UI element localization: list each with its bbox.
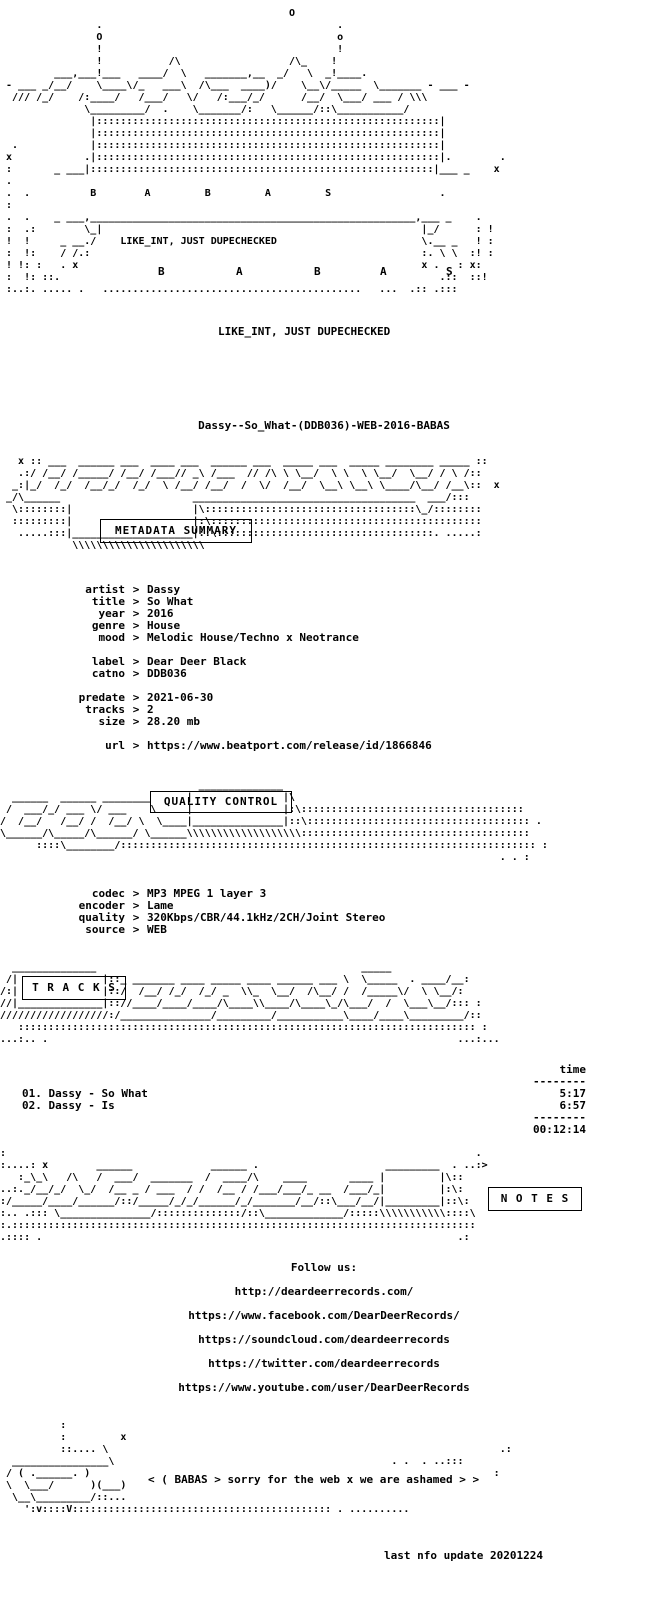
follow-us: Follow us: xyxy=(290,1261,358,1274)
time-rule-top: -------- xyxy=(533,1075,586,1088)
meta-field-catno: catno>DDB036 xyxy=(91,667,187,680)
tagline: LIKE_INT, JUST DUPECHECKED xyxy=(218,325,391,338)
quality-field-encoder: encoder>Lame xyxy=(78,899,174,912)
group-letter-5: S xyxy=(446,265,453,278)
quality-field-source: source>WEB xyxy=(85,923,167,936)
meta-field-predate: predate>2021-06-30 xyxy=(78,691,214,704)
tracks-header-art: ______________ _____ /| |::_ _______ ___… xyxy=(0,962,500,1045)
track-time-2: 6:57 xyxy=(559,1099,587,1112)
track-row-1: 01. Dassy - So What xyxy=(22,1087,148,1100)
link-soundcloud[interactable]: https://soundcloud.com/deardeerrecords xyxy=(198,1333,450,1346)
meta-field-title: title>So What xyxy=(91,595,194,608)
quality-field-quality: quality>320Kbps/CBR/44.1kHz/2CH/Joint St… xyxy=(78,911,386,924)
quality-field-codec: codec>MP3 MPEG 1 layer 3 xyxy=(91,887,267,900)
meta-field-genre: genre>House xyxy=(91,619,181,632)
track-time-1: 5:17 xyxy=(559,1087,587,1100)
group-letter-4: A xyxy=(380,265,387,278)
notes-section-title: N O T E S xyxy=(488,1187,582,1211)
group-letter-1: B xyxy=(158,265,165,278)
link-facebook[interactable]: https://www.facebook.com/DearDeerRecords… xyxy=(188,1309,460,1322)
track-row-2: 02. Dassy - Is xyxy=(22,1099,115,1112)
header-logo-art: O . . O o ! ! ! xyxy=(6,8,506,295)
footer-message: < ( BABAS > sorry for the web x we are a… xyxy=(148,1473,480,1486)
release-name: Dassy--So_What-(DDB036)-WEB-2016-BABAS xyxy=(198,419,450,432)
quality-section-title: QUALITY CONTROL xyxy=(150,791,292,813)
time-rule-bottom: -------- xyxy=(533,1111,586,1124)
link-website[interactable]: http://deardeerrecords.com/ xyxy=(234,1285,414,1298)
notes-header-art: : . :....: x ______ ______ . _________ .… xyxy=(0,1148,488,1243)
tracks-section-title: T R A C K S xyxy=(22,976,126,1000)
beatport-link[interactable]: https://www.beatport.com/release/id/1866… xyxy=(147,739,432,752)
last-update: last nfo update 20201224 xyxy=(384,1549,543,1562)
link-twitter[interactable]: https://twitter.com/deardeerrecords xyxy=(208,1357,440,1370)
meta-field-label: label>Dear Deer Black xyxy=(91,655,247,668)
metadata-header-art: x :: ___ ______ ___ ____ ___ ______ ___ … xyxy=(6,456,500,551)
meta-field-size: size>28.20 mb xyxy=(98,715,200,728)
group-letter-2: A xyxy=(236,265,243,278)
meta-field-artist: artist>Dassy xyxy=(85,583,181,596)
meta-field-url[interactable]: url>https://www.beatport.com/release/id/… xyxy=(105,739,432,752)
metadata-section-title: METADATA SUMMARY xyxy=(100,519,252,543)
link-youtube[interactable]: https://www.youtube.com/user/DearDeerRec… xyxy=(178,1381,470,1394)
tracks-total-time: 00:12:14 xyxy=(533,1123,586,1136)
group-letter-3: B xyxy=(314,265,321,278)
time-column-header: time xyxy=(559,1063,587,1076)
meta-field-tracks: tracks>2 xyxy=(85,703,154,716)
meta-field-mood: mood>Melodic House/Techno x Neotrance xyxy=(98,631,359,644)
quality-header-art: ______________ ______ ______ ________ | … xyxy=(0,780,548,863)
footer-art: : : x ::.... \ .: ________________\ . . … xyxy=(6,1420,512,1515)
meta-field-year: year>2016 xyxy=(98,607,174,620)
